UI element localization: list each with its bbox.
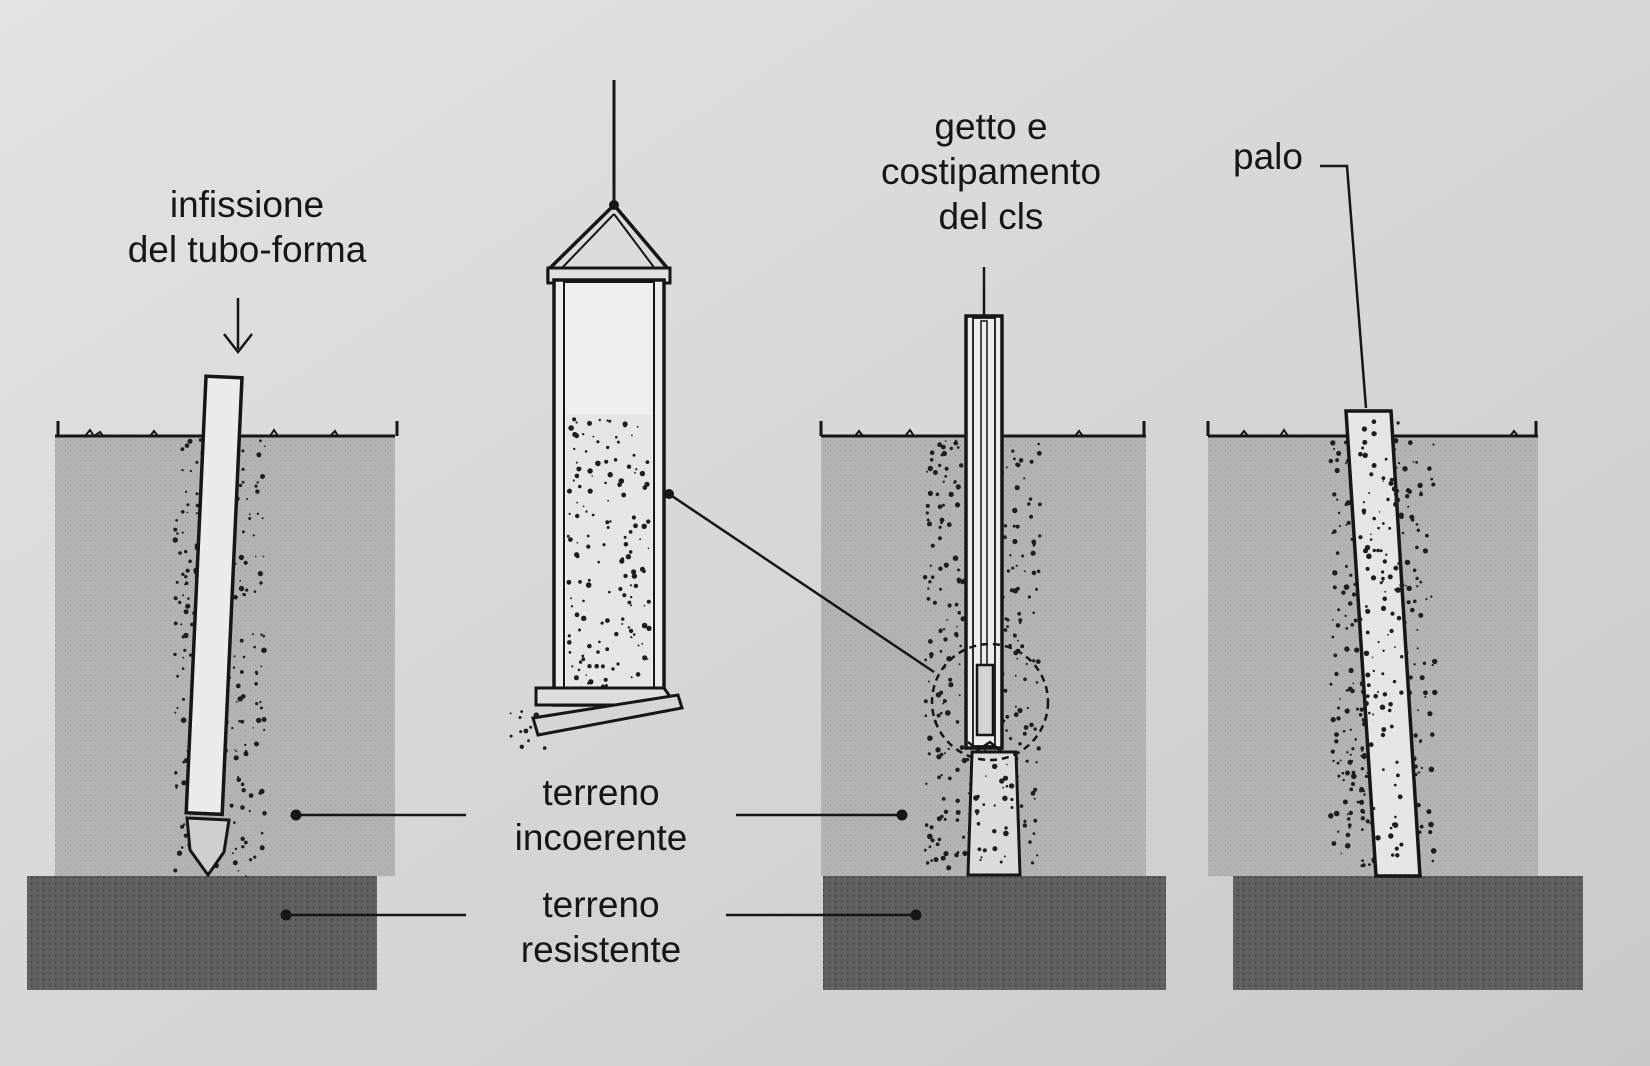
hard-soil-layer-3 xyxy=(823,876,1166,990)
label-infissione: infissione del tubo-forma xyxy=(127,184,367,271)
label-palo: palo xyxy=(1233,136,1303,177)
bucket-hinged-bottom xyxy=(531,693,684,737)
panel-1-driving xyxy=(27,298,399,990)
fresh-concrete xyxy=(966,750,1022,877)
palo-leader xyxy=(1320,164,1368,409)
concrete-bucket-icon xyxy=(509,80,684,750)
panel-4-pile xyxy=(1206,409,1583,990)
grain-stipple xyxy=(509,710,547,750)
form-tube xyxy=(184,374,244,817)
bucket-to-circle-leader xyxy=(668,492,935,674)
label-getto: getto e costipamento del cls xyxy=(880,106,1102,238)
hard-soil-layer-4 xyxy=(1233,876,1583,990)
tube-driving-tip xyxy=(185,816,231,878)
hard-soil-layer-1 xyxy=(27,876,377,990)
rammer-head xyxy=(975,663,995,737)
down-arrow-icon xyxy=(223,298,253,355)
label-incoerente: terreno incoerente xyxy=(514,772,688,859)
finished-pile xyxy=(1344,409,1422,878)
detail-circle xyxy=(930,642,1050,762)
leader-lines xyxy=(280,164,1368,921)
grain-stipple xyxy=(973,763,1015,864)
label-resistente: terreno resistente xyxy=(520,884,682,971)
grain-stipple xyxy=(1358,419,1405,868)
panel-3-casting xyxy=(819,267,1166,990)
